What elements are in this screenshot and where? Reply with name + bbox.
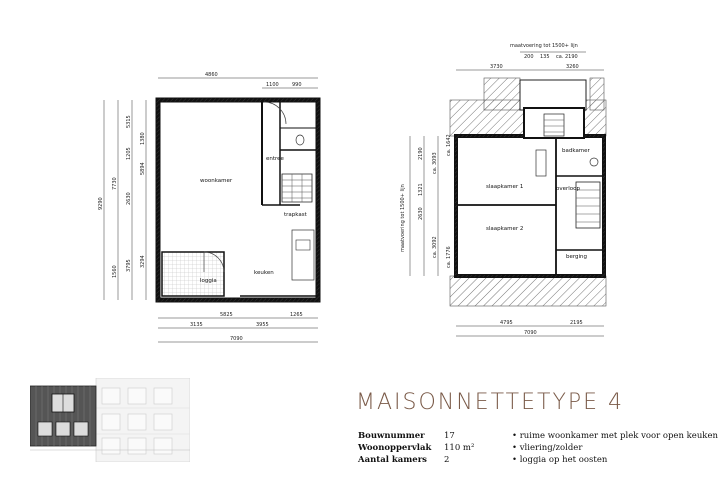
uf-dim-left-f: ca. 3092 bbox=[432, 236, 438, 258]
feature-item: • ruime woonkamer met plek voor open keu… bbox=[512, 431, 718, 441]
uf-dim-left-e: 2630 bbox=[418, 207, 424, 220]
room-trapkast: trapkast bbox=[284, 212, 308, 218]
uf-dim-left-c: ca. 1642 bbox=[446, 134, 452, 156]
uf-dim-left-note: maatvoering tot 1500+ lijn bbox=[400, 184, 406, 252]
uf-dim-bottom-2: 2195 bbox=[570, 320, 583, 326]
spec-label: Woonoppervlak bbox=[358, 443, 432, 453]
gf-dim-left-c3: 3795 bbox=[126, 259, 132, 272]
uf-dim-top-note: maatvoering tot 1500+ lijn bbox=[510, 43, 578, 49]
gf-dim-left-d2: 3294 bbox=[140, 255, 146, 268]
room-berging: berging bbox=[566, 254, 587, 260]
gf-dim-left-c1: 5315 bbox=[126, 115, 132, 128]
uf-dim-left-a: 2190 bbox=[418, 147, 424, 160]
uf-dim-left-b: ca. 3093 bbox=[432, 152, 438, 174]
gf-dim-top-a: 1100 bbox=[266, 82, 279, 88]
uf-dim-top-a: 3730 bbox=[490, 64, 503, 70]
upper-floor-plan: badkamer slaapkamer 1 slaapkamer 2 overl… bbox=[400, 43, 607, 337]
spec-value: 2 bbox=[444, 455, 450, 465]
gf-dim-bottom-3: 3135 bbox=[190, 322, 203, 328]
uf-dim-top-e: ca. 2190 bbox=[556, 54, 578, 60]
spec-table: Bouwnummer 17 Woonoppervlak 110 m² Aanta… bbox=[358, 430, 516, 466]
feature-list: • ruime woonkamer met plek voor open keu… bbox=[512, 430, 718, 466]
gf-dim-left-c2: 2630 bbox=[126, 192, 132, 205]
spec-label: Bouwnummer bbox=[358, 431, 425, 441]
gf-dim-left-b: 1560 bbox=[112, 265, 118, 278]
room-keuken: keuken bbox=[254, 270, 274, 276]
uf-dim-bottom-1: 4795 bbox=[500, 320, 513, 326]
feature-item: • vliering/zolder bbox=[512, 443, 583, 453]
gf-dim-bottom-total: 7090 bbox=[230, 336, 243, 342]
spec-label: Aantal kamers bbox=[358, 455, 427, 465]
room-loggia: loggia bbox=[200, 278, 217, 284]
room-badkamer: badkamer bbox=[562, 148, 591, 154]
room-overloop: overloop bbox=[556, 186, 581, 192]
gf-dim-bottom-1: 5825 bbox=[220, 312, 233, 318]
spec-row: Woonoppervlak 110 m² bbox=[358, 442, 516, 454]
page-title: MAISONNETTETYPE 4 bbox=[356, 390, 625, 415]
ground-stairs bbox=[281, 173, 313, 203]
gf-dim-top-total: 4860 bbox=[205, 72, 218, 78]
gf-dim-top-b: 990 bbox=[292, 82, 302, 88]
feature-item: • loggia op het oosten bbox=[512, 455, 608, 465]
room-woonkamer: woonkamer bbox=[200, 178, 233, 184]
gf-dim-bottom-4: 3955 bbox=[256, 322, 269, 328]
gf-dim-left-e1: 1205 bbox=[126, 147, 132, 160]
uf-dim-left-d: 1321 bbox=[418, 183, 424, 196]
room-slaapkamer-1: slaapkamer 1 bbox=[486, 184, 523, 190]
spec-value: 110 m² bbox=[444, 443, 475, 453]
gf-dim-left-e2: 1380 bbox=[140, 132, 146, 145]
spec-row: Bouwnummer 17 bbox=[358, 430, 516, 442]
uf-dim-top-b: 3260 bbox=[566, 64, 579, 70]
uf-dim-left-g: ca. 1776 bbox=[446, 246, 452, 268]
floor-plans: woonkamer entree trapkast keuken loggia … bbox=[98, 43, 607, 343]
uf-dim-top-c: 200 bbox=[524, 54, 534, 60]
ground-floor-plan: woonkamer entree trapkast keuken loggia … bbox=[98, 72, 321, 343]
room-slaapkamer-2: slaapkamer 2 bbox=[486, 226, 523, 232]
facade-highlighted-unit bbox=[30, 385, 97, 447]
uf-dim-bottom-total: 7090 bbox=[524, 330, 537, 336]
spec-value: 17 bbox=[444, 431, 455, 441]
facade-elevation bbox=[30, 378, 190, 462]
gf-dim-bottom-2: 1265 bbox=[290, 312, 303, 318]
uf-dim-top-d: 135 bbox=[540, 54, 550, 60]
upper-stairs bbox=[543, 113, 601, 229]
gf-dim-left-d1: 5894 bbox=[140, 162, 146, 175]
spec-row: Aantal kamers 2 bbox=[358, 454, 516, 466]
gf-dim-left-total: 9290 bbox=[98, 197, 104, 210]
room-entree: entree bbox=[266, 156, 285, 162]
gf-dim-left-a: 7730 bbox=[112, 177, 118, 190]
